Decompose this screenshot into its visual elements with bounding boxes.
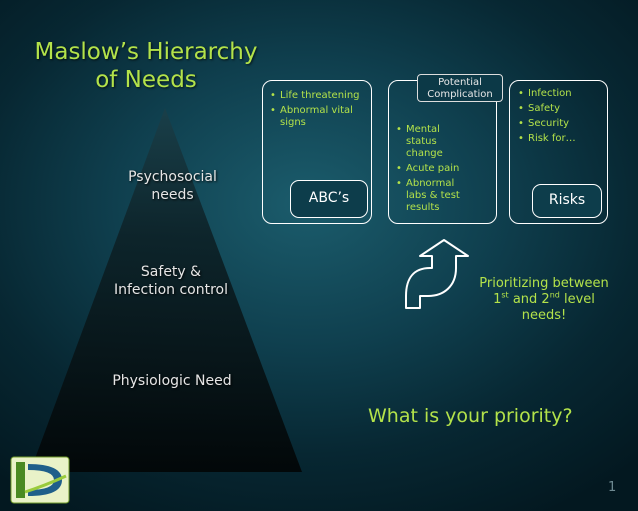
risks-bullet-list: Infection Safety Security Risk for…: [518, 88, 604, 148]
list-item: Infection: [518, 88, 604, 100]
page-number: 1: [608, 480, 617, 495]
priority-question: What is your priority?: [368, 405, 573, 427]
logo-icon: [10, 456, 70, 504]
list-item: Abnormal vital signs: [270, 105, 368, 129]
slide-title: Maslow’s Hierarchy of Needs: [30, 38, 262, 94]
list-item: Life threatening: [270, 90, 368, 102]
list-item: Mental status change: [396, 124, 468, 160]
curved-arrow-icon: [405, 239, 469, 309]
list-item: Security: [518, 118, 604, 130]
list-item: Abnormal labs & test results: [396, 178, 468, 214]
pyramid-level-safety: Safety & Infection control: [113, 264, 229, 298]
list-item: Acute pain: [396, 163, 468, 175]
list-item: Safety: [518, 103, 604, 115]
abc-bullet-list: Life threatening Abnormal vital signs: [270, 90, 368, 132]
risks-box: [509, 80, 608, 224]
prioritizing-text: Prioritizing between 1st and 2nd level n…: [479, 276, 609, 323]
list-item: Risk for…: [518, 133, 604, 145]
abc-box: [262, 80, 372, 224]
pyramid-level-psychosocial: Psychosocial needs: [128, 169, 217, 203]
title-line-2: of Needs: [95, 67, 197, 93]
title-line-1: Maslow’s Hierarchy: [34, 39, 258, 65]
abc-tag: ABC’s: [290, 180, 368, 218]
complication-bullet-list: Mental status change Acute pain Abnormal…: [396, 124, 468, 217]
complication-header: Potential Complication: [417, 74, 503, 102]
risks-tag: Risks: [532, 184, 602, 218]
pyramid-level-physiologic: Physiologic Need: [112, 373, 232, 389]
